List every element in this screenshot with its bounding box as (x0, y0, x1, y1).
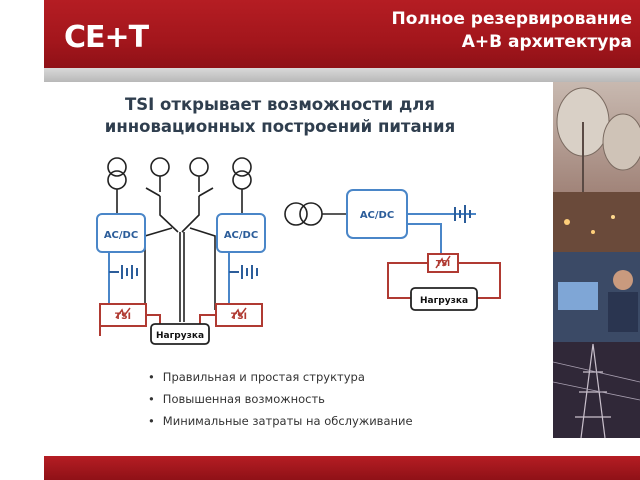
header-bar (44, 0, 640, 68)
left-margin (0, 0, 44, 480)
transformer-icon (232, 170, 252, 190)
battery-icon (109, 265, 138, 279)
dc-bus-left (108, 252, 230, 306)
battery-icon (454, 205, 471, 223)
logo-text: CE+T (64, 20, 149, 55)
load-left: Нагрузка (150, 323, 210, 345)
slide-title: TSI открывает возможности для инновацион… (70, 94, 490, 138)
lightning-icon (435, 255, 451, 269)
transformer-icon (107, 170, 127, 190)
transformer-icon (284, 202, 308, 226)
tsi-right: TSI (215, 303, 263, 327)
tsi-label: TSI (231, 312, 247, 322)
load-label: Нагрузка (420, 296, 468, 306)
single-architecture: AC/DC TSI Нагрузка (284, 189, 501, 311)
feature-list: Правильная и простая структура Повышенна… (148, 366, 413, 432)
converter-left: AC/DC (96, 213, 146, 253)
tsi-left: TSI (99, 303, 147, 327)
header-title-line1: Полное резервирование (391, 9, 632, 29)
load-label: Нагрузка (156, 331, 204, 341)
list-item: Правильная и простая структура (148, 366, 413, 388)
header-title: Полное резервирование A+B архитектура (392, 8, 632, 54)
transformer-icon (189, 157, 209, 177)
ac-output-left (99, 314, 216, 336)
converter-label: AC/DC (104, 230, 138, 241)
converter-label: AC/DC (224, 230, 258, 241)
slide-title-line1: TSI открывает возможности для (125, 95, 435, 114)
list-item: Повышенная возможность (148, 388, 413, 410)
tsi-label: TSI (115, 312, 131, 322)
transformer-icon (150, 157, 170, 177)
lightning-icon (231, 307, 247, 319)
converter-label: AC/DC (360, 210, 394, 221)
header-divider (44, 68, 640, 82)
transformer-icon (299, 202, 323, 226)
ab-architecture (107, 157, 252, 322)
power-grid-photo (553, 82, 640, 438)
header-title-line2: A+B архитектура (461, 32, 632, 52)
list-item: Минимальные затраты на обслуживание (148, 410, 413, 432)
company-logo: CE+T (64, 20, 149, 55)
transformer-icon (232, 157, 252, 177)
converter-right: AC/DC (216, 213, 266, 253)
footer-bar (44, 456, 640, 480)
transformer-icon (107, 157, 127, 177)
battery-icon (229, 265, 258, 279)
slide-title-line2: инновационных построений питания (104, 117, 456, 136)
lightning-icon (115, 307, 131, 319)
